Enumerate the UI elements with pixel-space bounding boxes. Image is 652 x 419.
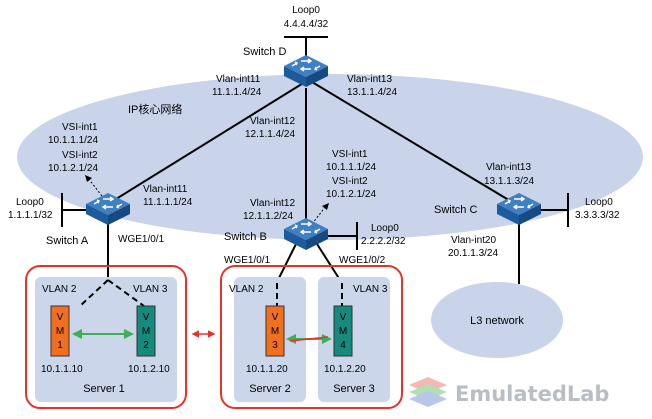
server1-vlan2-dash — [79, 279, 109, 307]
vm1-box[interactable] — [50, 305, 70, 357]
switch-a-vsi1-ip: 10.1.1.1/24 — [48, 135, 98, 146]
switch-b-vlan-ip: 12.1.1.2/24 — [243, 211, 293, 222]
core-network-label: IP核心网络 — [128, 102, 182, 116]
switch-a-vsi2-name: VSI-int2 — [62, 150, 98, 161]
server3-vlan: VLAN 3 — [353, 284, 388, 295]
switch-b-port1: WGE1/0/1 — [224, 255, 271, 266]
switch-d-if-left-name: Vlan-int11 — [216, 74, 261, 85]
switch-c-vlan13-name: Vlan-int13 — [486, 162, 531, 173]
switch-b-vsi1-ip: 10.1.1.1/24 — [326, 162, 376, 173]
switch-b-port2: WGE1/0/2 — [339, 255, 386, 266]
switch-a-vsi2-ip: 10.1.2.1/24 — [48, 163, 98, 174]
vm3-box[interactable] — [265, 305, 285, 357]
link-b-server3 — [316, 243, 341, 281]
switch-d-if-left-ip: 11.1.1.4/24 — [212, 87, 262, 98]
switch-d-loop-ip: 4.4.4.4/32 — [284, 19, 329, 30]
switch-a-name: Switch A — [46, 235, 89, 247]
watermark-text: EmulatedLab — [455, 382, 609, 406]
switch-d-if-mid-name: Vlan-int12 — [250, 116, 295, 127]
switch-b-loop-name: Loop0 — [371, 223, 399, 234]
server2-vlan: VLAN 2 — [229, 284, 264, 295]
vm2-letter-2: M — [142, 326, 150, 337]
server1-vlan-right: VLAN 3 — [133, 284, 168, 295]
server23-frame — [220, 265, 403, 409]
server1-ip-left: 10.1.1.10 — [41, 364, 83, 375]
switch-c-loop-ip: 3.3.3.3/32 — [575, 210, 620, 221]
switch-d-if-right-name: Vlan-int13 — [347, 74, 392, 85]
switch-d-if-right-ip: 13.1.1.4/24 — [347, 87, 397, 98]
switch-d-name: Switch D — [243, 46, 286, 58]
vm1-letter-2: M — [56, 326, 64, 337]
vm1-letter-1: V — [57, 312, 64, 323]
server2-ip: 10.1.1.20 — [246, 364, 288, 375]
vm2-letter-3: 2 — [143, 340, 149, 351]
switch-c-name: Switch C — [434, 204, 477, 216]
switch-c-vlan13-ip: 13.1.1.3/24 — [484, 176, 534, 187]
link-d-a — [107, 81, 306, 205]
switch-a-port: WGE1/0/1 — [118, 234, 165, 245]
link-b-server2 — [277, 243, 297, 281]
vm3-letter-1: V — [272, 312, 279, 323]
link-d-c — [311, 81, 513, 203]
vm2-box[interactable] — [136, 305, 156, 357]
vm4-box[interactable] — [333, 305, 353, 357]
server3-ip: 10.1.2.20 — [324, 364, 366, 375]
switch-a-vlan-ip: 11.1.1.1/24 — [143, 197, 193, 208]
vsi-arrow-b-head — [322, 203, 329, 210]
vm4-letter-2: M — [339, 326, 347, 337]
switch-a-vlan-name: Vlan-int11 — [143, 184, 188, 195]
switch-b-loop-ip: 2.2.2.2/32 — [361, 236, 406, 247]
l3-network-ellipse — [431, 282, 563, 358]
switch-b-vsi1-name: VSI-int1 — [332, 149, 368, 160]
vm2-letter-1: V — [143, 312, 150, 323]
vsi-arrow-a-head — [85, 175, 92, 182]
server1-name: Server 1 — [83, 383, 125, 395]
server1-vlan-left: VLAN 2 — [42, 284, 77, 295]
watermark-logo-icon — [409, 377, 447, 407]
switch-c-vlan20-ip: 20.1.1.3/24 — [448, 248, 498, 259]
switch-a-vsi1-name: VSI-int1 — [62, 122, 98, 133]
switch-d-if-mid-ip: 12.1.1.4/24 — [245, 129, 295, 140]
vm1-letter-3: 1 — [57, 340, 63, 351]
l3-network-label: L3 network — [470, 315, 524, 327]
switch-b-name: Switch B — [224, 231, 267, 243]
switch-b-vsi2-ip: 10.1.2.1/24 — [326, 189, 376, 200]
vm3-letter-3: 3 — [272, 340, 278, 351]
switch-a-loop-name: Loop0 — [16, 197, 44, 208]
server1-vlan3-dash — [107, 279, 145, 307]
server1-ip-right: 10.1.2.10 — [128, 364, 170, 375]
vm4-letter-3: 4 — [340, 340, 346, 351]
ip-core-network-ellipse — [17, 74, 643, 240]
server1-frame — [25, 265, 187, 409]
switch-b-vsi2-name: VSI-int2 — [332, 176, 368, 187]
vm3-vm4-arrow-red — [289, 336, 329, 342]
server2-name: Server 2 — [249, 383, 291, 395]
switch-c-loop-name: Loop0 — [585, 197, 613, 208]
switch-b-vlan-name: Vlan-int12 — [250, 198, 295, 209]
switch-d-loop-name: Loop0 — [292, 5, 320, 16]
switch-a-loop-ip: 1.1.1.1/32 — [8, 210, 53, 221]
vm4-letter-1: V — [340, 312, 347, 323]
vm3-letter-2: M — [271, 326, 279, 337]
server3-name: Server 3 — [333, 383, 375, 395]
switch-c-vlan20-name: Vlan-int20 — [451, 235, 496, 246]
